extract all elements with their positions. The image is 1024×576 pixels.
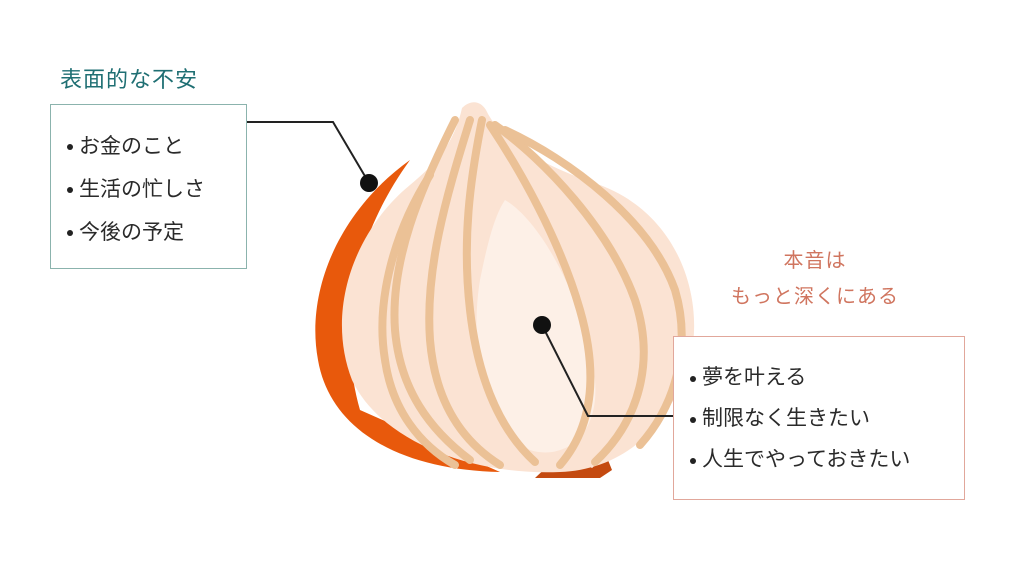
surface-connector [247,121,378,192]
true-feelings-list: 夢を叶える 制限なく生きたい 人生でやっておきたい [674,357,964,480]
onion-ring [491,121,648,466]
onion-ring [462,116,539,466]
true-feelings-title-line2: もっと深くにある [731,284,899,308]
list-item: 今後の予定 [51,211,246,254]
true-feelings-box: 夢を叶える 制限なく生きたい 人生でやっておきたい [673,336,965,500]
list-item: 夢を叶える [674,357,964,398]
onion-rings [378,116,686,469]
onion-ring [501,126,686,449]
onion-ring [378,171,459,469]
surface-anxiety-box: お金のこと 生活の忙しさ 今後の予定 [50,104,247,269]
onion-ring [486,121,595,469]
true-feelings-title: 本音は もっと深くにある [725,242,905,314]
surface-anxiety-title: 表面的な不安 [60,68,199,93]
list-item: 人生でやっておきたい [674,439,964,480]
true-feelings-title-line1: 本音は [783,248,847,272]
onion-skin [315,160,500,472]
list-item: 生活の忙しさ [51,168,246,211]
list-item: お金のこと [51,125,246,168]
onion-ring [425,116,504,469]
list-item: 制限なく生きたい [674,398,964,439]
honne-connector [533,316,673,417]
surface-anxiety-list: お金のこと 生活の忙しさ 今後の予定 [51,125,246,254]
